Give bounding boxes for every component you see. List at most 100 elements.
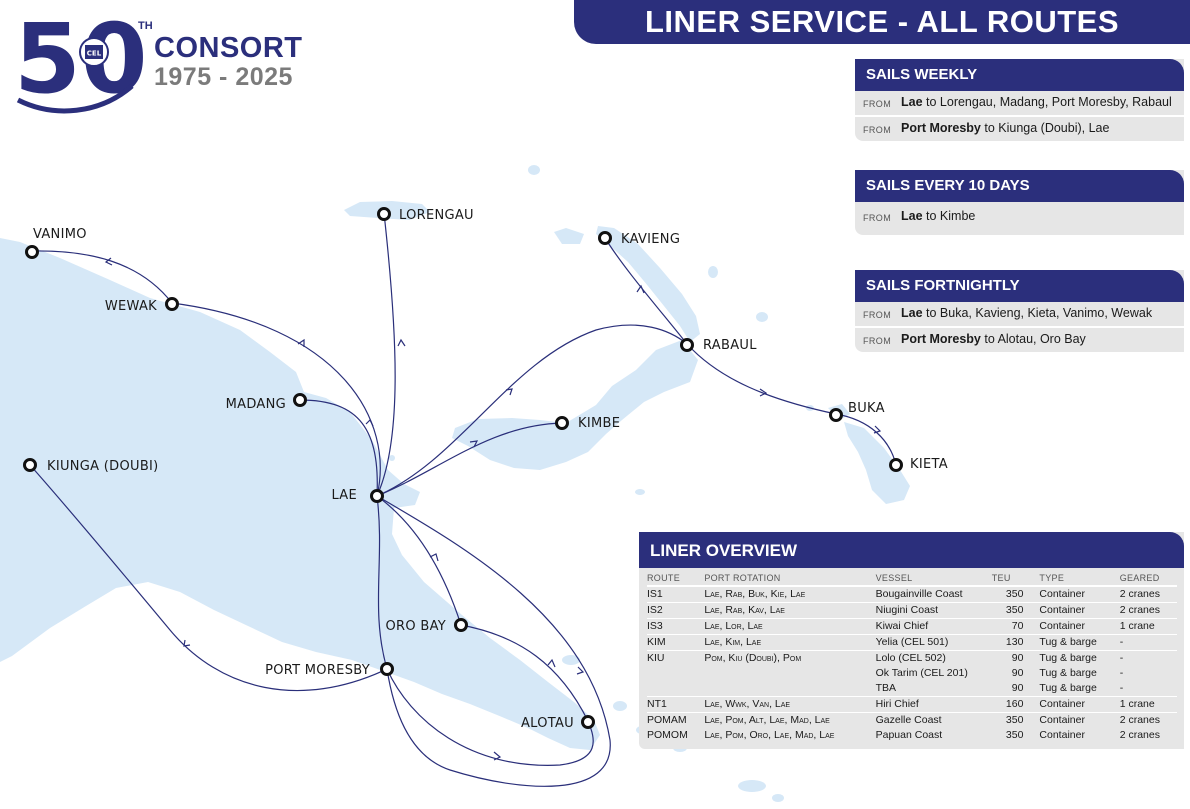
routes	[29, 212, 897, 787]
port-marker-oro-bay[interactable]	[454, 618, 468, 632]
cell-type: Container	[1039, 588, 1085, 600]
port-marker-rabaul[interactable]	[680, 338, 694, 352]
cell-type: Tug & barge	[1039, 634, 1120, 651]
island-small	[562, 655, 580, 665]
cell-type: Tug & barge	[1039, 650, 1120, 666]
island-small	[708, 266, 718, 278]
port-marker-kimbe[interactable]	[555, 416, 569, 430]
cell-geared: 1 crane	[1119, 618, 1177, 635]
island-new-ireland	[596, 226, 700, 342]
cell-port-rotation: Pom, Kiu (Doubi), Pom	[704, 650, 876, 666]
port-marker-buka[interactable]	[829, 408, 843, 422]
cell-port-rotation: Lae, Pom, Alt, Lae, Mad, Lae	[704, 712, 876, 728]
arrow-icon	[873, 425, 882, 434]
route-lae-rabaul[interactable]	[376, 324, 688, 497]
cell-type: Container	[1039, 712, 1120, 728]
port-marker-lae[interactable]	[370, 489, 384, 503]
port-marker-madang[interactable]	[293, 393, 307, 407]
cell-route: POMOM	[647, 729, 688, 741]
cell-teu: 350	[1005, 729, 1024, 741]
cell-geared: 2 cranes	[1119, 602, 1177, 619]
cell-vessel: Lolo (CEL 502)	[875, 650, 992, 666]
island-small	[738, 780, 766, 792]
cell-vessel: Kiwai Chief	[875, 618, 992, 635]
island-small	[528, 165, 540, 175]
route-oro-bay-alotau[interactable]	[460, 624, 589, 722]
port-label-kimbe: KIMBE	[578, 416, 620, 431]
port-marker-port-moresby[interactable]	[380, 662, 394, 676]
cell-port-rotation	[704, 666, 875, 681]
route-wewak-vanimo[interactable]	[31, 250, 173, 304]
column-header-type: TYPE	[1039, 573, 1120, 587]
anniversary-number: 50	[14, 14, 148, 114]
destinations: to Buka, Kavieng, Kieta, Vanimo, Wewak	[922, 306, 1153, 320]
port-marker-kavieng[interactable]	[598, 231, 612, 245]
port-marker-kieta[interactable]	[889, 458, 903, 472]
route-lae-lorengau[interactable]	[376, 212, 396, 497]
cell-teu: 70	[991, 618, 1040, 635]
route-port-moresby-alotau[interactable]	[386, 668, 594, 766]
port-marker-wewak[interactable]	[165, 297, 179, 311]
cell-port-rotation	[704, 681, 875, 697]
fifty-years-emblem: 50 CEL	[14, 14, 148, 114]
route-lae-oro-bay[interactable]	[376, 495, 462, 626]
schedule-row: FROM Lae to Lorengau, Madang, Port Mores…	[855, 91, 1184, 115]
schedule-text: Lae to Lorengau, Madang, Port Moresby, R…	[901, 95, 1172, 112]
cell-route: NT1	[647, 696, 705, 713]
port-label-oro-bay: ORO BAY	[386, 619, 446, 634]
column-header-geared: GEARED	[1119, 573, 1177, 587]
cell-route	[647, 681, 704, 697]
cell-geared: -	[1119, 634, 1177, 651]
schedule-row: FROM Lae to Kimbe	[855, 202, 1184, 235]
arrow-icon	[493, 751, 502, 761]
schedule-heading: SAILS WEEKLY	[855, 59, 1184, 91]
schedule-row: FROM Lae to Buka, Kavieng, Kieta, Vanimo…	[855, 302, 1184, 326]
cell-route: POMAM	[647, 712, 705, 728]
from-label: FROM	[863, 99, 892, 109]
origin-port: Lae	[901, 306, 923, 320]
route-port-moresby-kiunga[interactable]	[29, 464, 388, 692]
cell-port-rotation: Lae, Wwk, Van, Lae	[704, 696, 876, 713]
route-lae-wewak[interactable]	[171, 302, 381, 497]
port-marker-lorengau[interactable]	[377, 207, 391, 221]
arrow-icon	[469, 440, 479, 448]
route-lae-kimbe[interactable]	[376, 422, 563, 497]
cell-geared: -	[1119, 667, 1124, 679]
port-marker-alotau[interactable]	[581, 715, 595, 729]
cell-teu: 350	[991, 712, 1040, 728]
origin-port: Lae	[901, 95, 923, 109]
route-port-moresby-lae[interactable]	[376, 495, 388, 670]
column-header-port-rotation: PORT ROTATION	[704, 573, 876, 587]
cell-geared: 2 cranes	[1119, 729, 1160, 741]
land-masses	[0, 165, 910, 802]
page-title: LINER SERVICE - ALL ROUTES	[574, 0, 1190, 44]
port-marker-vanimo[interactable]	[25, 245, 39, 259]
port-marker-kiunga[interactable]	[23, 458, 37, 472]
route-rabaul-buka[interactable]	[686, 343, 837, 415]
cell-vessel: Bougainville Coast	[875, 588, 963, 600]
schedule-row: FROM Port Moresby to Kiunga (Doubi), Lae	[855, 115, 1184, 141]
island-small	[756, 312, 768, 322]
route-lae-alotau[interactable]	[376, 495, 611, 787]
cell-port-rotation: Lae, Rab, Buk, Kie, Lae	[704, 588, 806, 600]
arrow-icon	[636, 284, 645, 294]
port-label-lae: LAE	[331, 488, 357, 503]
cell-teu: 90	[1011, 667, 1024, 679]
port-label-rabaul: RABAUL	[703, 338, 757, 353]
cell-route: IS3	[647, 618, 705, 635]
mainland-new-guinea	[0, 238, 600, 750]
cell-port-rotation: Lae, Rab, Kav, Lae	[704, 602, 876, 619]
from-label: FROM	[863, 125, 892, 135]
route-lae-madang[interactable]	[299, 399, 378, 497]
liner-overview-table: ROUTE PORT ROTATION VESSEL TEU TYPE GEAR…	[647, 573, 1177, 743]
cell-type: Tug & barge	[1039, 667, 1097, 679]
badge-text: CEL	[87, 50, 102, 58]
